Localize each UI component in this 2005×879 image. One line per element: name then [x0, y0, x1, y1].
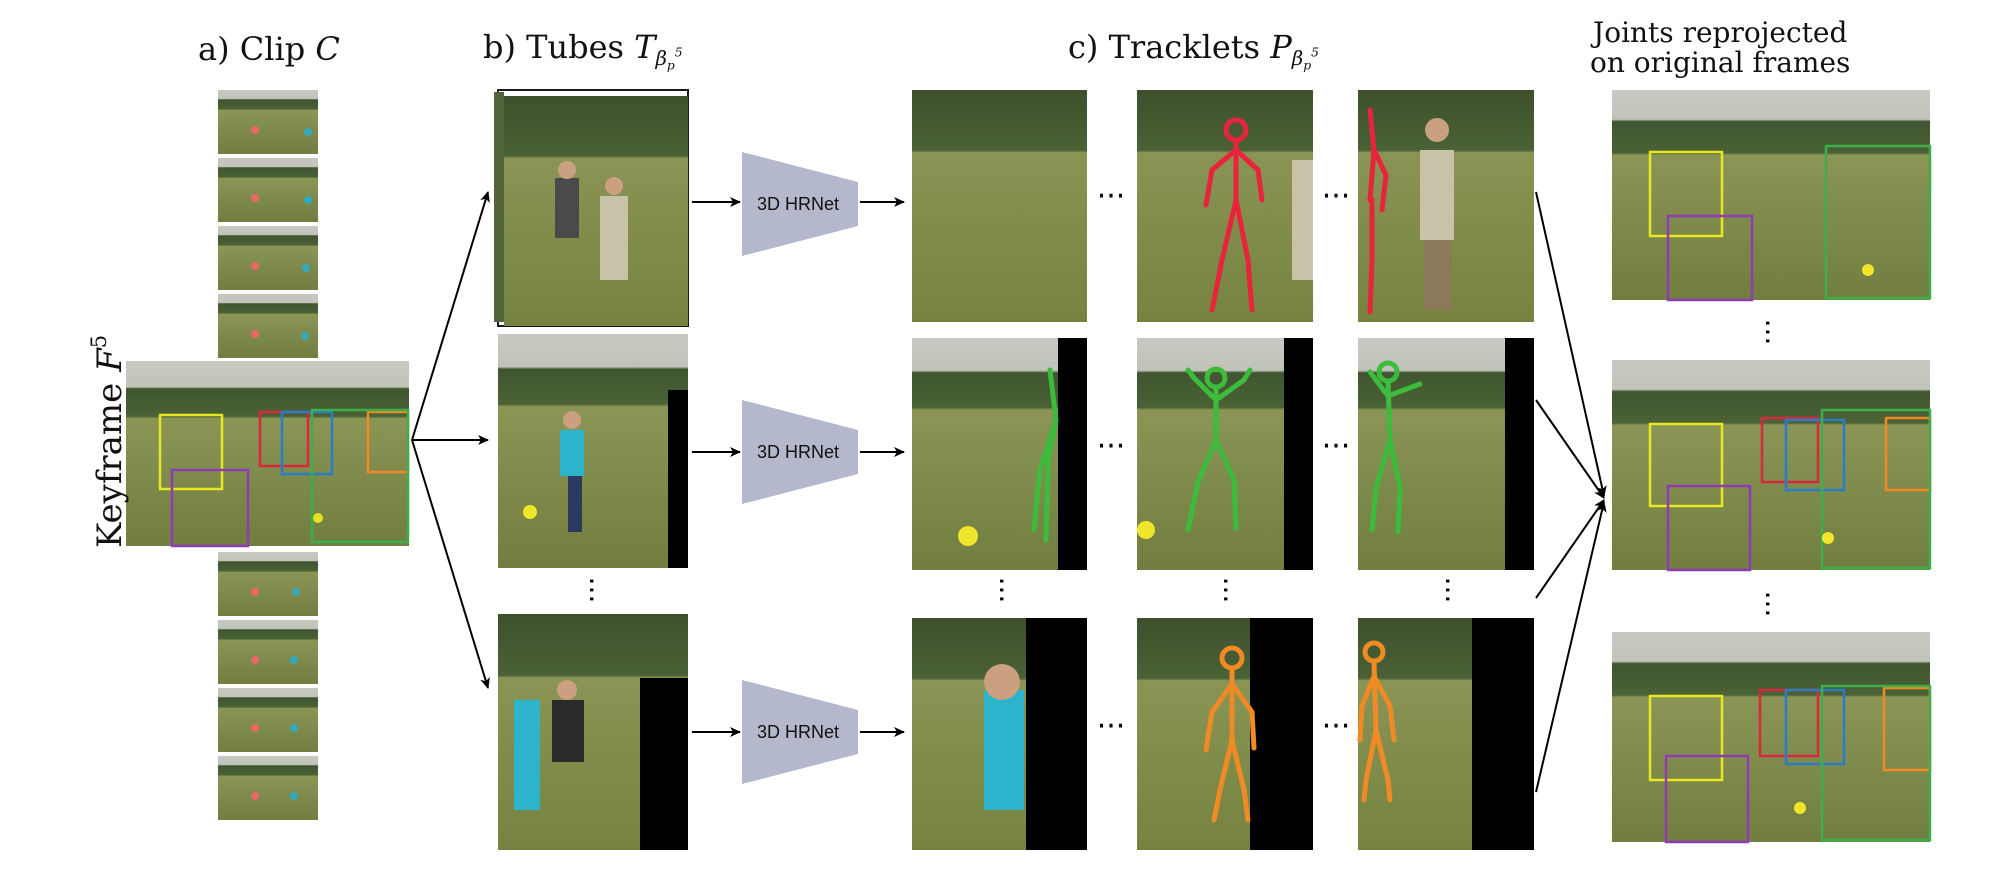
tube-3 — [498, 614, 688, 850]
clip-frame — [218, 294, 318, 358]
clip-frame — [218, 756, 318, 820]
clip-frame — [218, 90, 318, 154]
hrnet-trapezoid — [742, 680, 858, 784]
hrnet-label: 3D HRNet — [757, 722, 839, 742]
keyframe-label: Keyframe F5 — [86, 334, 130, 548]
tracklet-ellipsis: ··· — [1322, 709, 1351, 744]
tracklet-row-1 — [912, 90, 1534, 322]
tracklet-ellipsis: ··· — [1097, 709, 1126, 744]
hrnet-row-1: 3D HRNet — [692, 152, 905, 256]
hrnet-row-3: 3D HRNet — [692, 680, 905, 784]
reprojected-frame-2 — [1612, 360, 1932, 572]
fanout-arrows — [411, 191, 490, 689]
skeleton-red — [1203, 117, 1265, 313]
keyframe-box-yellow — [158, 413, 224, 491]
tracklets-label: c) Tracklets Pβp5 — [1068, 28, 1319, 73]
reprojected-vertical-ellipsis: ··· — [1751, 319, 1784, 346]
keyframe-box-green — [310, 408, 410, 544]
tube-2 — [498, 334, 688, 568]
skeleton-green — [1031, 367, 1059, 543]
tubes-vertical-ellipsis: ··· — [575, 577, 608, 604]
reprojected-frame-1 — [1612, 90, 1932, 302]
tracklet-ellipsis: ··· — [1322, 429, 1351, 464]
keyframe-box-blue — [280, 410, 334, 476]
tracklet-row-3 — [912, 618, 1534, 850]
hrnet-trapezoid — [742, 400, 858, 504]
joints-label: Joints reprojected on original frames — [1590, 16, 1851, 79]
clip-frame — [218, 688, 318, 752]
clip-label: a) Clip C — [198, 30, 340, 68]
tracklet-frame — [912, 90, 1087, 322]
tracklet-frame — [912, 338, 1087, 570]
skeleton-orange — [1203, 645, 1257, 823]
hrnet-label: 3D HRNet — [757, 442, 839, 462]
tracklet-vertical-ellipsis: ··· — [1431, 577, 1464, 604]
clip-frame — [218, 226, 318, 290]
clip-frame — [218, 158, 318, 222]
tracklet-ellipsis: ··· — [1097, 429, 1126, 464]
tracklet-ellipsis: ··· — [1322, 179, 1351, 214]
reprojected-frame-3 — [1612, 632, 1932, 844]
skeleton-green — [1185, 366, 1253, 533]
keyframe-image — [126, 361, 410, 548]
hrnet-row-2: 3D HRNet — [692, 400, 905, 504]
skeleton-orange — [1357, 640, 1397, 803]
reprojected-vertical-ellipsis: ··· — [1751, 591, 1784, 618]
hrnet-label: 3D HRNet — [757, 194, 839, 214]
keyframe-box-purple — [170, 468, 250, 548]
merge-arrows — [1535, 191, 1607, 793]
tube-1 — [494, 89, 689, 327]
tracklet-vertical-ellipsis: ··· — [985, 577, 1018, 604]
hrnet-trapezoid — [742, 152, 858, 256]
tubes-label: b) Tubes Tβp5 — [483, 28, 683, 73]
tracklet-vertical-ellipsis: ··· — [1209, 577, 1242, 604]
clip-frame — [218, 620, 318, 684]
tracklet-ellipsis: ··· — [1097, 179, 1126, 214]
skeleton-green — [1367, 360, 1423, 535]
clip-frame — [218, 552, 318, 616]
clip-frames — [218, 90, 318, 820]
skeleton-red — [1367, 107, 1389, 315]
tracklet-row-2 — [912, 338, 1534, 570]
